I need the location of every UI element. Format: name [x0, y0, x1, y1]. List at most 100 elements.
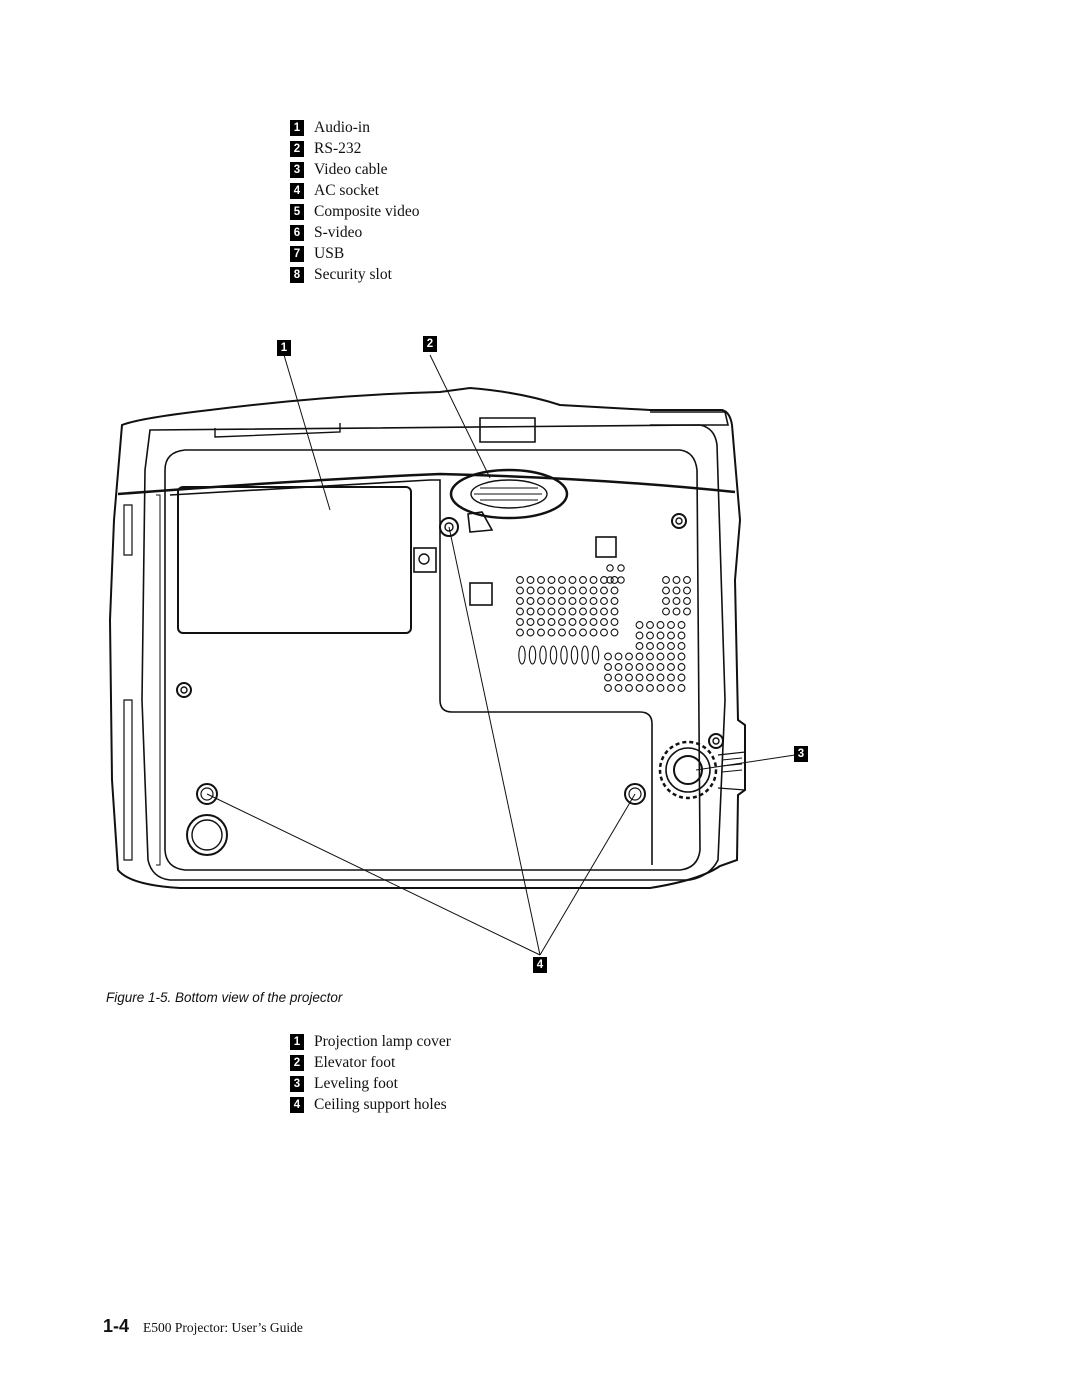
- vent-hole: [547, 576, 556, 584]
- vent-hole: [617, 576, 625, 584]
- vent-hole: [589, 576, 598, 584]
- vent-hole: [579, 586, 587, 595]
- vent-hole: [677, 673, 686, 682]
- vent-hole: [579, 618, 587, 626]
- vent-hole: [537, 618, 545, 626]
- legend-item: 6 S-video: [290, 222, 419, 243]
- vent-hole: [558, 607, 566, 616]
- vent-hole: [537, 628, 545, 637]
- callout-badge-lamp-cover: 1: [277, 340, 291, 356]
- callout-number-badge: 2: [290, 1054, 304, 1071]
- vent-hole: [625, 652, 633, 661]
- vent-hole: [646, 621, 654, 629]
- vent-hole: [558, 618, 566, 626]
- vent-hole: [677, 621, 686, 629]
- vent-hole: [610, 628, 619, 637]
- vent-hole: [579, 607, 587, 616]
- vent-hole: [610, 618, 619, 626]
- vent-hole: [677, 663, 686, 671]
- vent-hole: [625, 663, 633, 671]
- vent-hole: [662, 586, 670, 595]
- vent-hole: [547, 607, 556, 616]
- vent-hole: [614, 684, 623, 692]
- vent-hole: [526, 586, 535, 595]
- callout-number-badge: 2: [290, 140, 304, 157]
- vent-hole: [656, 631, 665, 640]
- vent-hole: [589, 597, 598, 605]
- vent-hole: [568, 576, 577, 584]
- vent-hole: [662, 607, 670, 616]
- vent-hole: [635, 642, 644, 650]
- vent-hole: [528, 645, 537, 665]
- callout-number-badge: 1: [290, 1033, 304, 1050]
- vent-hole: [526, 607, 535, 616]
- legend-label: AC socket: [314, 181, 380, 199]
- vent-hole: [526, 618, 535, 626]
- vent-hole: [667, 631, 675, 640]
- callout-number-badge: 8: [290, 266, 304, 283]
- legend-label: Ceiling support holes: [314, 1095, 447, 1113]
- vent-hole: [526, 576, 535, 584]
- vent-hole: [516, 586, 524, 595]
- vent-hole: [656, 642, 665, 650]
- vent-hole: [547, 597, 556, 605]
- vent-hole: [667, 621, 675, 629]
- vent-hole: [537, 607, 545, 616]
- vent-hole: [589, 628, 598, 637]
- vent-hole: [600, 597, 608, 605]
- page-footer: 1-4 E500 Projector: User’s Guide: [103, 1316, 303, 1337]
- vent-hole: [656, 663, 665, 671]
- vent-hole: [635, 684, 644, 692]
- vent-hole: [610, 586, 619, 595]
- page-number: 1-4: [103, 1316, 130, 1336]
- callout-number-badge: 6: [290, 224, 304, 241]
- vent-hole: [568, 607, 577, 616]
- vent-hole: [591, 645, 600, 665]
- vent-hole: [677, 684, 686, 692]
- vent-hole: [656, 673, 665, 682]
- vent-hole: [672, 597, 681, 605]
- legend-item: 2 Elevator foot: [290, 1052, 451, 1073]
- vent-hole: [614, 673, 623, 682]
- vent-hole: [581, 645, 589, 665]
- vent-hole: [683, 586, 691, 595]
- vent-hole: [625, 684, 633, 692]
- vent-hole: [547, 628, 556, 637]
- vent-hole: [683, 576, 691, 584]
- vent-hole: [589, 618, 598, 626]
- vent-hole: [600, 576, 608, 584]
- vent-hole: [667, 652, 675, 661]
- vent-hole: [617, 564, 625, 572]
- vent-hole: [610, 607, 619, 616]
- vent-hole: [677, 652, 686, 661]
- vent-hole: [667, 642, 675, 650]
- callout-badge-leveling-foot: 3: [794, 746, 808, 762]
- legend-label: Elevator foot: [314, 1053, 396, 1071]
- legend-label: S-video: [314, 223, 363, 241]
- callout-number-badge: 5: [290, 203, 304, 220]
- legend-label: Audio-in: [314, 118, 370, 136]
- callout-number-badge: 1: [290, 119, 304, 136]
- vent-hole: [547, 618, 556, 626]
- vent-hole: [635, 673, 644, 682]
- legend-label: Video cable: [314, 160, 388, 178]
- vent-hole: [526, 597, 535, 605]
- vent-hole: [579, 576, 587, 584]
- vent-hole: [537, 597, 545, 605]
- vent-hole: [677, 631, 686, 640]
- callout-number-badge: 7: [290, 245, 304, 262]
- vent-hole: [646, 652, 654, 661]
- vent-hole: [568, 618, 577, 626]
- vent-hole: [614, 652, 623, 661]
- vent-hole: [606, 576, 614, 584]
- vent-hole: [656, 652, 665, 661]
- document-title: E500 Projector: User’s Guide: [143, 1320, 303, 1335]
